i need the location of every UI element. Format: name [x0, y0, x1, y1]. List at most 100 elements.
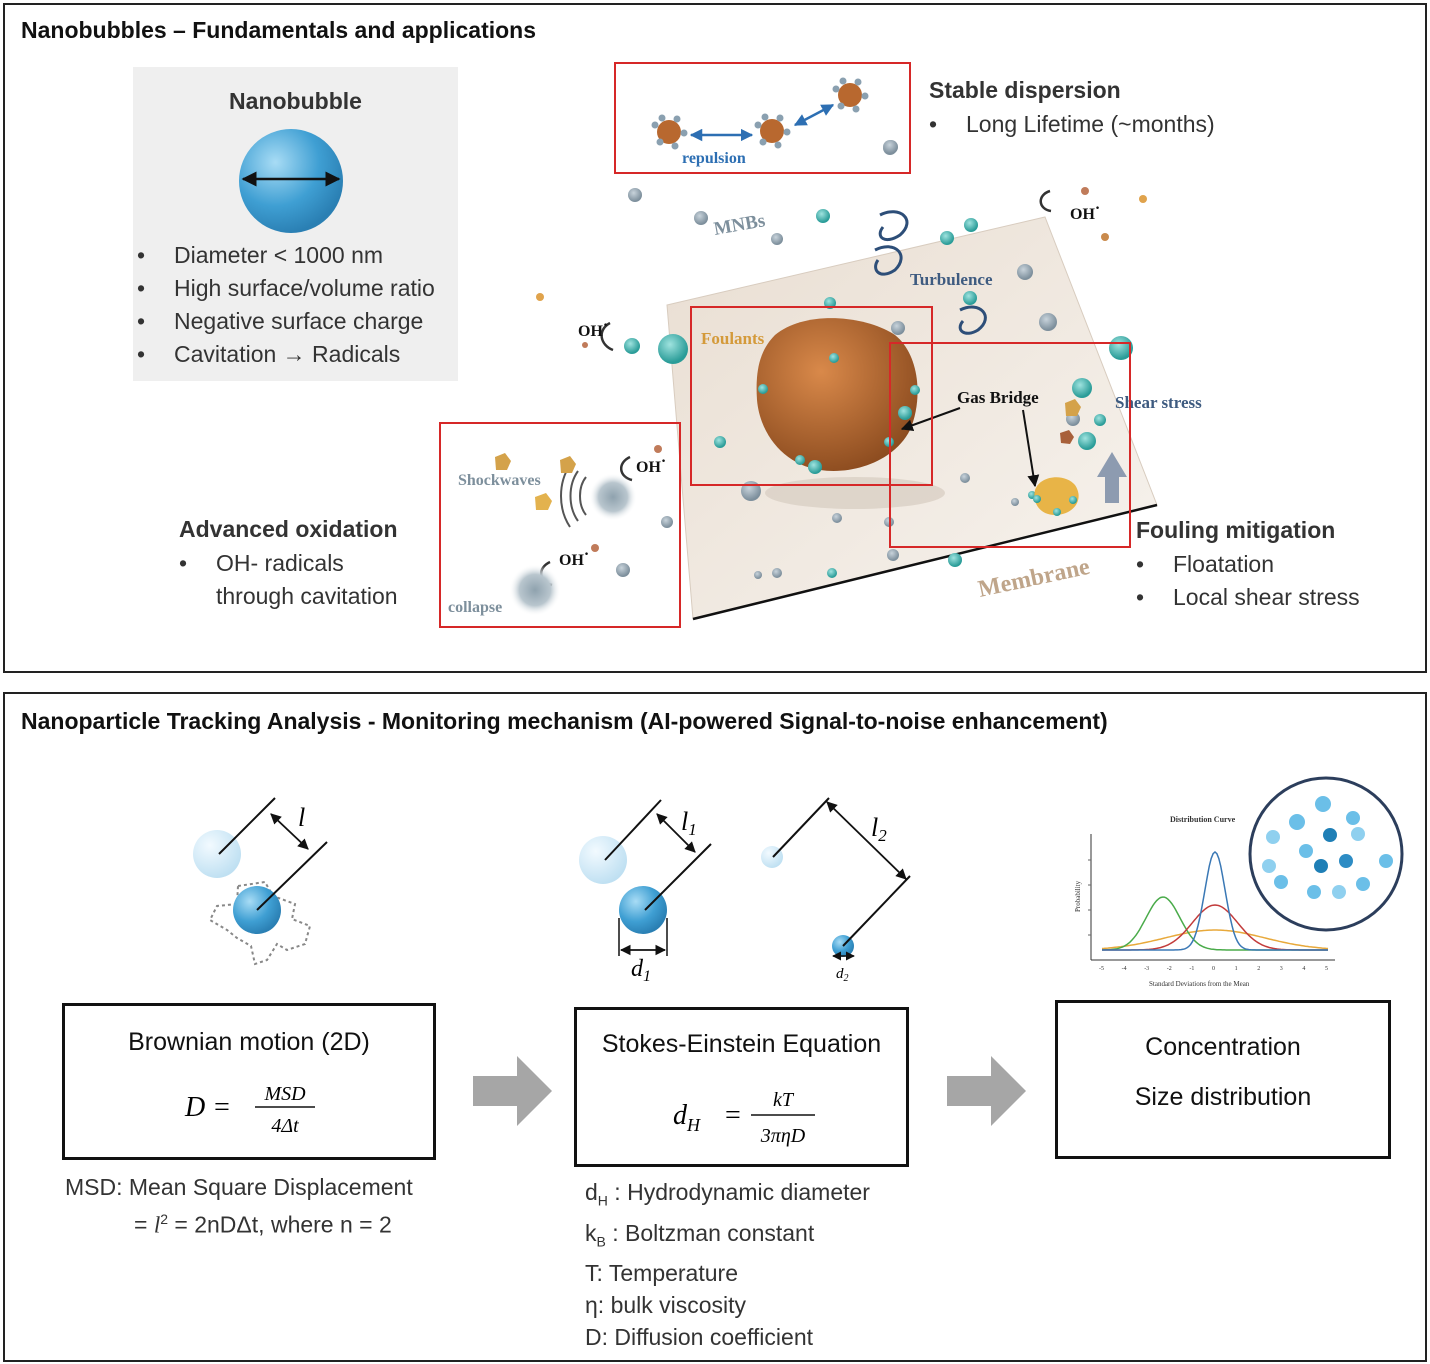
bullet-item: Diameter < 1000 nm: [137, 239, 435, 272]
svg-text:OH·: OH·: [636, 453, 666, 476]
bubble-large: [619, 886, 667, 934]
foulants-box: [690, 306, 933, 486]
box-title: Brownian motion (2D): [128, 1028, 370, 1056]
stable-dispersion-heading: Stable dispersion: [929, 77, 1121, 103]
brownian-motion-box: Brownian motion (2D) D = MSD 4Δt: [62, 1003, 436, 1160]
svg-text:dH: dH: [673, 1100, 701, 1135]
bullet-item: Local shear stress: [1136, 581, 1360, 614]
nta-panel: Nanoparticle Tracking Analysis - Monitor…: [3, 692, 1427, 1362]
distribution-title: Distribution Curve: [1170, 815, 1236, 824]
svg-text:l1: l1: [681, 807, 697, 839]
membrane-label: Membrane: [976, 554, 1093, 603]
oh-label: OH: [578, 323, 603, 340]
turbulence-arrows: [874, 210, 987, 335]
shockwaves-label: Shockwaves: [458, 472, 541, 489]
msd-note: MSD: Mean Square Displacement = l2 = 2nD…: [65, 1174, 413, 1238]
distribution-curve-chart: Distribution Curve Probability Standard …: [1074, 815, 1335, 988]
tick-label: 3: [1280, 966, 1283, 972]
repulsion-label: repulsion: [682, 150, 746, 167]
nanobubble-card: Nanobubble Diameter < 1000 nm High surfa…: [133, 67, 458, 381]
foulant-particle: [756, 318, 918, 471]
l2-label: l: [871, 813, 878, 842]
repulsion-diagram: [651, 77, 898, 154]
oh-label: OH: [1070, 206, 1095, 223]
d2-label: d: [836, 966, 844, 982]
results-box: Concentration Size distribution: [1055, 1000, 1391, 1159]
stokes-einstein-equation: dH = kT 3πηD: [673, 1089, 815, 1147]
box-title: Stokes-Einstein Equation: [601, 1030, 882, 1058]
bullet-item: High surface/volume ratio: [137, 272, 435, 305]
svg-text:=: =: [725, 1100, 741, 1131]
stable-dispersion-bullets: Long Lifetime (~months): [929, 108, 1215, 141]
svg-text:4Δt: 4Δt: [271, 1115, 299, 1137]
svg-text:d1: d1: [631, 956, 651, 985]
d1-label: d: [631, 956, 644, 982]
foulants-label: Foulants: [701, 329, 765, 348]
flow-arrow: [947, 1056, 1026, 1126]
tick-label: 1: [1235, 966, 1238, 972]
svg-text:OH·: OH·: [1070, 200, 1100, 223]
legend-item: dH : Hydrodynamic diameter: [585, 1179, 870, 1209]
legend-item: kB : Boltzman constant: [585, 1219, 815, 1250]
bullet-item: Cavitation → Radicals: [137, 338, 435, 371]
bullet-item: Long Lifetime (~months): [929, 108, 1215, 141]
svg-text:OH·: OH·: [578, 317, 608, 340]
legend-item: T: Temperature: [585, 1260, 738, 1287]
distribution-ylabel: Probability: [1074, 880, 1082, 912]
l1-label: l: [681, 807, 688, 836]
svg-text:3πηD: 3πηD: [760, 1125, 806, 1147]
oh-label: OH: [636, 459, 661, 476]
turbulence-label: Turbulence: [910, 270, 993, 289]
bullet-item: Floatation: [1136, 548, 1360, 581]
svg-text:OH·: OH·: [559, 546, 589, 569]
brownian-equation: D = MSD 4Δt: [184, 1083, 315, 1137]
membrane-illustration: Membrane: [448, 77, 1202, 621]
svg-text:d2: d2: [836, 966, 849, 984]
tick-label: -3: [1144, 966, 1149, 972]
variable-legend: dH : Hydrodynamic diameter kB : Boltzman…: [585, 1176, 870, 1353]
stokes-einstein-box: Stokes-Einstein Equation dH = kT 3πηD: [574, 1007, 909, 1167]
brownian-path: [208, 880, 312, 966]
tick-label: 2: [1257, 966, 1260, 972]
gas-bridge-label: Gas Bridge: [957, 388, 1039, 407]
shear-stress-label: Shear stress: [1115, 393, 1202, 412]
panel-title: Nanoparticle Tracking Analysis - Monitor…: [21, 708, 1108, 734]
svg-text:kT: kT: [773, 1089, 795, 1111]
bubble-start: [193, 830, 241, 878]
nanobubble-heading: Nanobubble: [229, 88, 362, 114]
nta-illustrations: l l1 d1 l2 d2 Distribution Curve Probabi…: [193, 776, 1404, 1126]
size-distribution-label: Size distribution: [1134, 1083, 1312, 1111]
cavitation-diagram: [495, 445, 662, 616]
svg-text:D =: D =: [184, 1092, 231, 1123]
tick-label: -5: [1099, 966, 1104, 972]
panel-title: Nanobubbles – Fundamentals and applicati…: [21, 17, 537, 43]
nanobubble-bullets: Diameter < 1000 nm High surface/volume r…: [137, 239, 435, 371]
displacement-label: l: [298, 803, 305, 832]
gas-bridge-box: [889, 342, 1131, 548]
bullet-item: Negative surface charge: [137, 305, 435, 338]
distribution-xlabel: Standard Deviations from the Mean: [1149, 980, 1250, 988]
legend-item: D: Diffusion coefficient: [585, 1324, 814, 1351]
tick-label: 0: [1212, 966, 1215, 972]
tick-label: 5: [1325, 966, 1328, 972]
concentration-label: Concentration: [1145, 1033, 1301, 1061]
cavitation-box: [439, 422, 681, 628]
fouling-mitigation-heading: Fouling mitigation: [1136, 517, 1336, 543]
tick-label: -1: [1189, 966, 1194, 972]
svg-text:l2: l2: [871, 813, 887, 845]
repulsion-box: [614, 62, 911, 174]
mnbs-label: MNBs: [712, 210, 767, 240]
flow-arrow: [473, 1056, 552, 1126]
tick-label: -4: [1122, 966, 1127, 972]
collapse-label: collapse: [448, 599, 502, 616]
particle-sample-icon: [1248, 776, 1404, 932]
legend-item: η: bulk viscosity: [585, 1292, 747, 1319]
fundamentals-panel: Nanobubbles – Fundamentals and applicati…: [3, 3, 1427, 673]
advanced-oxidation-heading: Advanced oxidation: [179, 516, 398, 542]
nanobubble-sphere-icon: [239, 129, 343, 233]
tick-label: 4: [1302, 966, 1305, 972]
svg-text:MSD: MSD: [263, 1083, 306, 1105]
tick-label: -2: [1167, 966, 1172, 972]
